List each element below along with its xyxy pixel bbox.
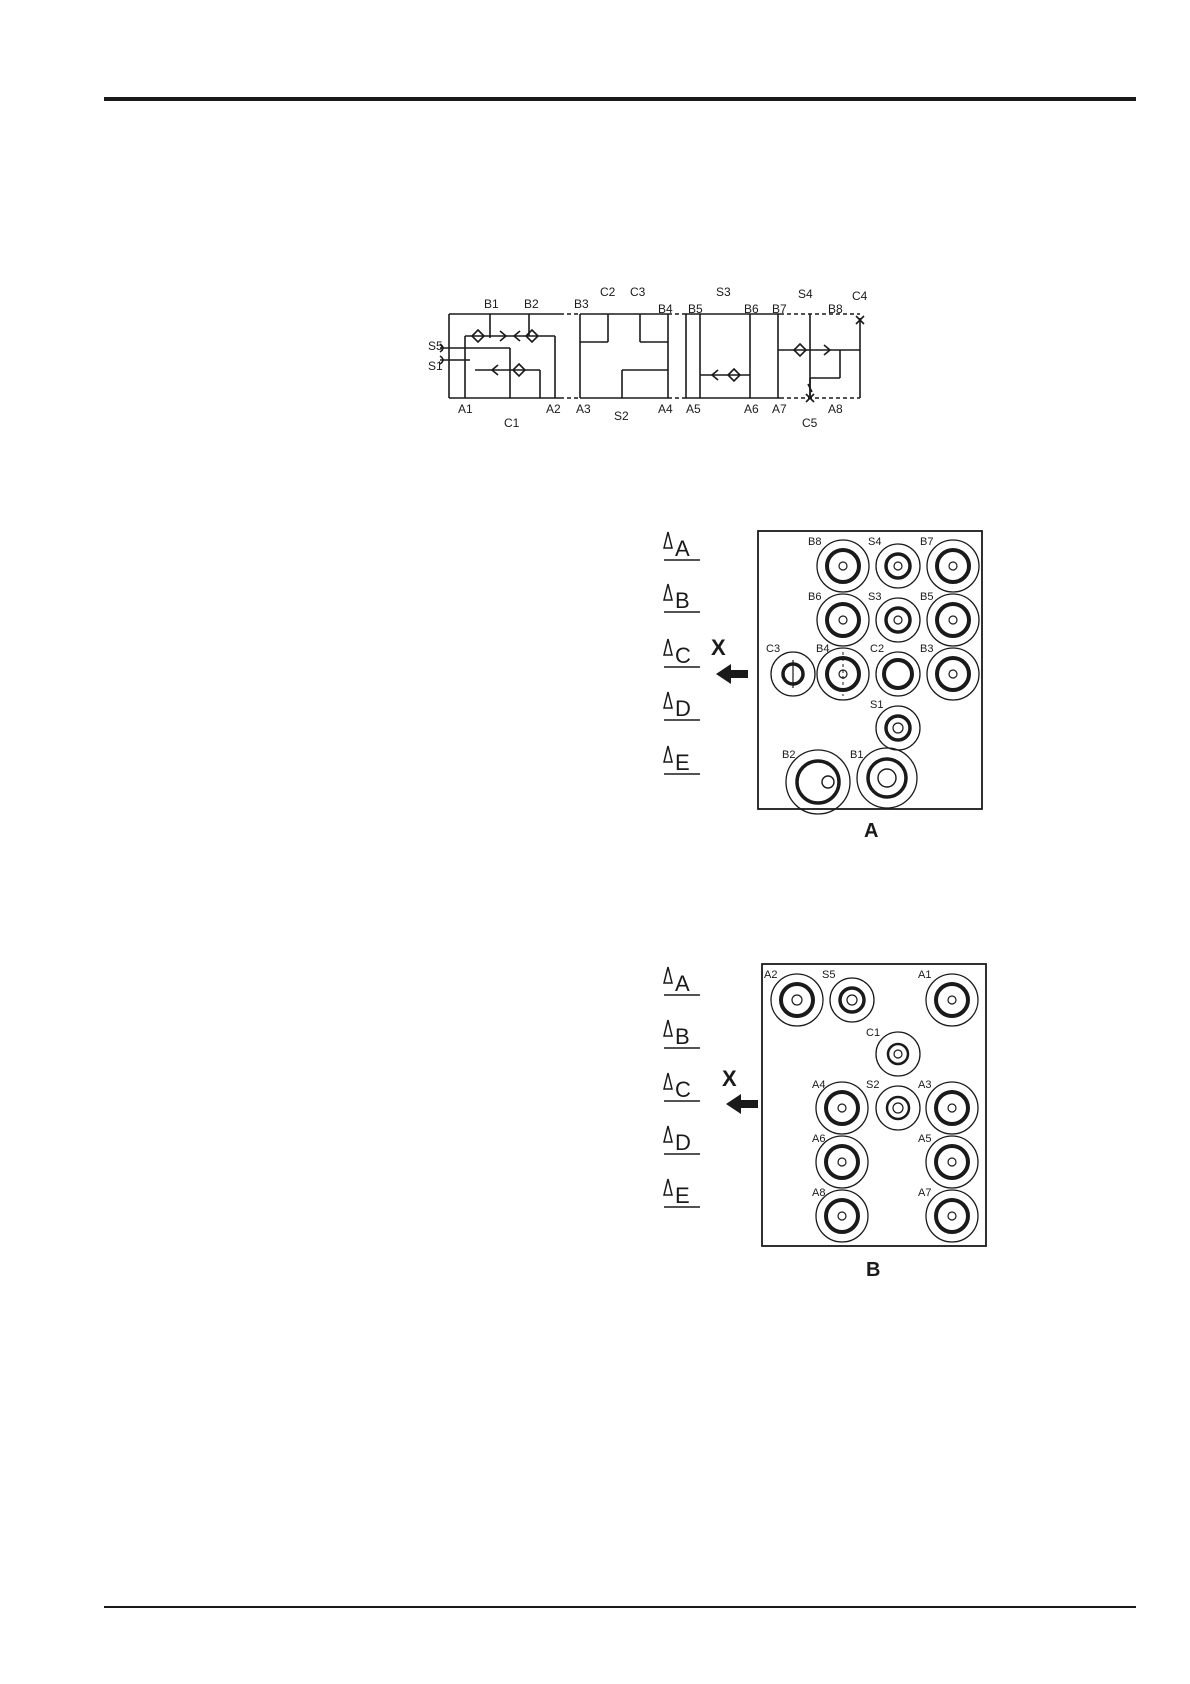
- section-mark-label: D: [675, 1130, 691, 1155]
- port-a5: [926, 1136, 978, 1188]
- port-s1: [876, 706, 920, 750]
- port-label: B1: [484, 297, 499, 311]
- port-label: S4: [798, 287, 813, 301]
- port-label: S3: [716, 285, 731, 299]
- hydraulic-schematic: B1 B2 B3 C2 C3 B4 B5 S3 B6 B7 S4 B8 C4 S…: [0, 0, 1190, 460]
- port-label: C2: [600, 285, 616, 299]
- port-label: A2: [764, 969, 777, 981]
- section-marks: A B C D E: [664, 532, 700, 775]
- view-caption: B: [866, 1259, 880, 1281]
- port-label: A8: [828, 402, 843, 416]
- port-s3: [876, 598, 920, 642]
- port-label: A3: [918, 1079, 931, 1091]
- port-b6: [817, 594, 869, 646]
- port-label: S2: [866, 1079, 879, 1091]
- port-label: A8: [812, 1187, 825, 1199]
- port-label: C1: [866, 1027, 880, 1039]
- port-label: B6: [808, 591, 821, 603]
- port-a3: [926, 1082, 978, 1134]
- port-label: C4: [852, 289, 868, 303]
- port-label: C3: [630, 285, 646, 299]
- port-label: B5: [920, 591, 933, 603]
- port-label: A4: [658, 402, 673, 416]
- section-mark-label: A: [675, 971, 690, 996]
- section-mark-label: E: [675, 750, 690, 775]
- port-label: S4: [868, 536, 881, 548]
- port-label: C1: [504, 416, 520, 430]
- port-label: S5: [822, 969, 835, 981]
- port-a1: [926, 974, 978, 1026]
- port-label: A6: [812, 1133, 825, 1145]
- section-mark-label: C: [675, 643, 691, 668]
- port-label: B7: [920, 536, 933, 548]
- port-label: A5: [918, 1133, 931, 1145]
- view-b-port-face: A B C D E X A2 S5 A1 C1 A4 S2 A3 A6 A5 A…: [0, 940, 1190, 1360]
- view-direction-arrow: [716, 664, 748, 684]
- port-label: B3: [574, 297, 589, 311]
- port-c3: [771, 652, 815, 696]
- port-b3: [927, 648, 979, 700]
- section-mark-label: A: [675, 536, 690, 561]
- port-b5: [927, 594, 979, 646]
- port-label: B3: [920, 643, 933, 655]
- port-label: S5: [428, 339, 443, 353]
- port-b4: [817, 648, 869, 700]
- section-mark-label: B: [675, 1024, 690, 1049]
- port-label: A2: [546, 402, 561, 416]
- view-direction-label: X: [722, 1066, 737, 1091]
- port-label: B4: [658, 302, 673, 316]
- port-label: A6: [744, 402, 759, 416]
- view-direction-arrow: [726, 1094, 758, 1114]
- port-b8: [817, 540, 869, 592]
- port-label: A4: [812, 1079, 825, 1091]
- port-b1: [857, 748, 917, 808]
- port-s4: [876, 544, 920, 588]
- port-label: A5: [686, 402, 701, 416]
- port-b7: [927, 540, 979, 592]
- port-label: B4: [816, 643, 829, 655]
- port-label: B1: [850, 749, 863, 761]
- port-label: A7: [772, 402, 787, 416]
- port-label: B5: [688, 302, 703, 316]
- port-label: B6: [744, 302, 759, 316]
- port-label: B8: [828, 302, 843, 316]
- port-s2: [876, 1086, 920, 1130]
- port-label: S1: [428, 359, 443, 373]
- port-label: S3: [868, 591, 881, 603]
- port-label: S2: [614, 409, 629, 423]
- port-label: C2: [870, 643, 884, 655]
- view-caption: A: [864, 820, 878, 842]
- port-s5: [830, 978, 874, 1022]
- port-label: S1: [870, 699, 883, 711]
- port-label: B7: [772, 302, 787, 316]
- port-label: A1: [918, 969, 931, 981]
- port-label: C3: [766, 643, 780, 655]
- section-mark-label: C: [675, 1077, 691, 1102]
- section-mark-label: B: [675, 588, 690, 613]
- port-b2: [786, 750, 850, 814]
- footer-rule: [104, 1606, 1136, 1608]
- port-label: B2: [524, 297, 539, 311]
- port-c1: [876, 1032, 920, 1076]
- port-label: B2: [782, 749, 795, 761]
- port-c2: [876, 652, 920, 696]
- port-label: A7: [918, 1187, 931, 1199]
- port-a2: [771, 974, 823, 1026]
- view-direction-label: X: [711, 635, 726, 660]
- port-label: A3: [576, 402, 591, 416]
- section-mark-label: E: [675, 1183, 690, 1208]
- port-label: B8: [808, 536, 821, 548]
- port-label: A1: [458, 402, 473, 416]
- view-a-port-face: A B C D E X B8 S4 B7 B6 S3 B5 C3 B4 C2 B…: [0, 500, 1190, 900]
- section-mark-label: D: [675, 696, 691, 721]
- port-a7: [926, 1190, 978, 1242]
- port-label: C5: [802, 416, 818, 430]
- manifold-face-b: [762, 964, 986, 1246]
- section-marks: A B C D E: [664, 967, 700, 1208]
